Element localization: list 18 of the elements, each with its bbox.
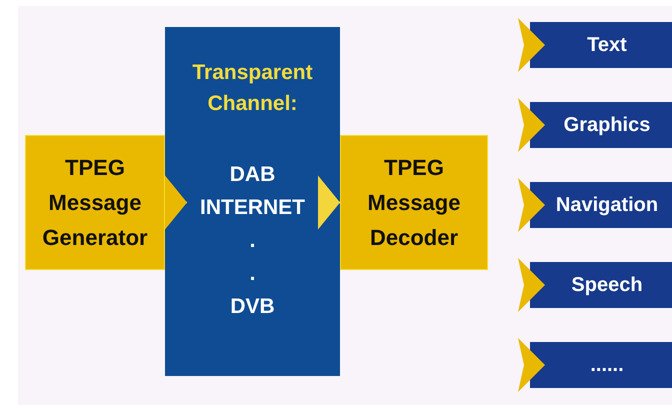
- arrow: [318, 176, 340, 230]
- generator-box: [25, 135, 165, 270]
- output-label: Speech: [570, 274, 643, 296]
- output-label: Text: [586, 34, 627, 56]
- channel-item: .: [250, 228, 256, 254]
- output-label: Navigation: [554, 194, 658, 216]
- channel-item: .: [250, 261, 256, 287]
- box-label: TPEG Message Generator: [41, 154, 149, 252]
- box-label: TPEG Message Decoder: [366, 154, 462, 252]
- channel-box: [165, 27, 340, 376]
- decoder-box: [340, 135, 488, 270]
- channel-item: DAB: [230, 162, 276, 188]
- channel-item: DVB: [230, 294, 275, 320]
- arrow: [165, 176, 187, 230]
- output-label: Graphics: [562, 114, 650, 136]
- output-label: ......: [589, 354, 624, 376]
- channel-item: INTERNET: [200, 195, 305, 221]
- channel-heading: Transparent Channel:: [191, 60, 314, 117]
